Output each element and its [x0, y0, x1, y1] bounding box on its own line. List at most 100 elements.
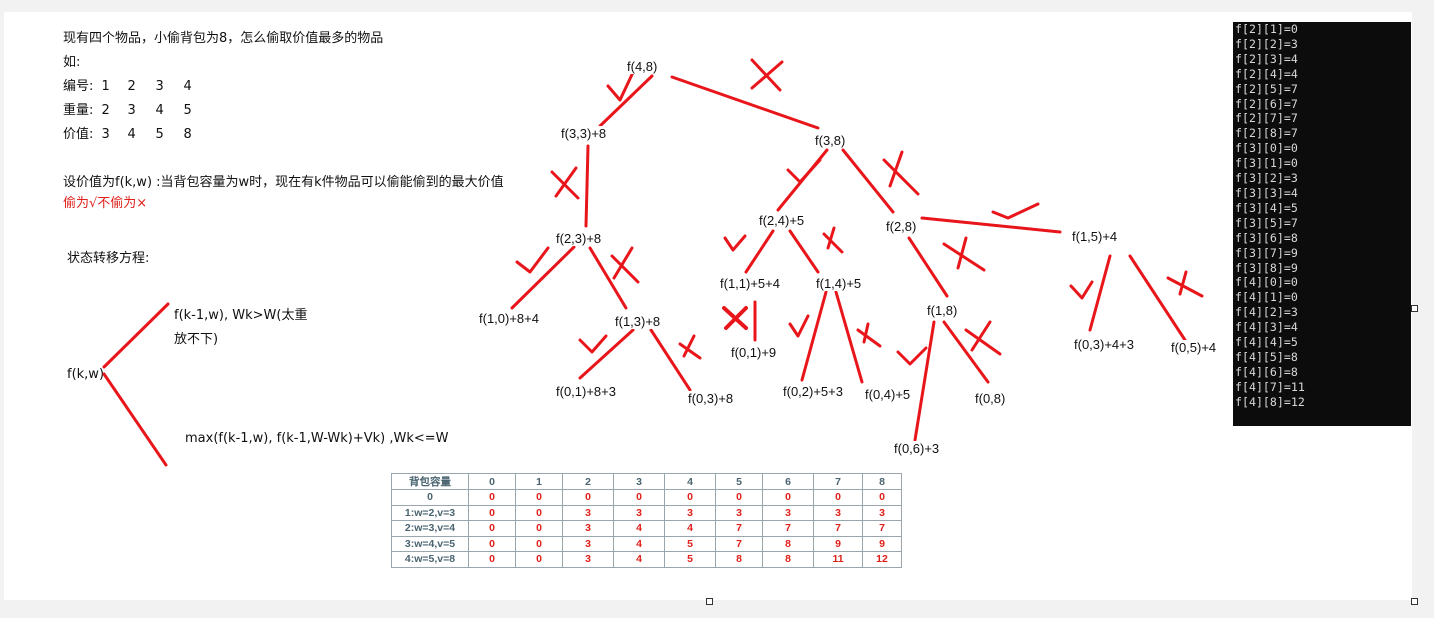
console-line: f[2][2]=3	[1235, 36, 1298, 51]
table-cell: 0	[664, 489, 716, 506]
check-mark	[515, 246, 550, 274]
cross-mark	[550, 166, 580, 200]
console-line: f[3][6]=8	[1235, 230, 1298, 245]
tree-edge	[744, 229, 775, 274]
tree-node: f(0,1)+9	[730, 345, 778, 360]
tree-edge	[578, 328, 635, 380]
console-line: f[4][0]=0	[1235, 275, 1298, 290]
table-cell: 3	[813, 504, 863, 521]
row-value: 4	[155, 103, 164, 118]
console-line: f[2][5]=7	[1235, 81, 1298, 96]
row-value: 2	[101, 103, 110, 118]
check-mark	[896, 346, 928, 366]
capacity-column-header: 0	[468, 473, 516, 490]
tree-node: f(2,4)+5	[758, 213, 806, 228]
table-cell: 0	[515, 551, 563, 568]
resize-handle[interactable]	[706, 598, 713, 605]
resize-handle[interactable]	[1411, 305, 1418, 312]
row-value: 4	[183, 79, 192, 94]
table-cell: 0	[715, 489, 763, 506]
tree-edge	[584, 144, 590, 228]
console-line: f[2][6]=7	[1235, 96, 1298, 111]
table-cell: 11	[813, 551, 863, 568]
cross-mark	[856, 322, 882, 348]
tree-node: f(2,8)	[885, 219, 918, 234]
tree-node: f(4,8)	[626, 59, 659, 74]
branch-top-line1: f(k-1,w), Wk>W(太重	[174, 308, 308, 323]
tree-edge	[510, 245, 576, 310]
table-cell: 3	[562, 551, 614, 568]
row-value: 2	[127, 79, 136, 94]
state-definition: 设价值为f(k,w) :当背包容量为w时，现在有k件物品可以偷能偷到的最大价值	[63, 175, 504, 190]
table-cell: 9	[813, 535, 863, 552]
table-cell: 7	[715, 520, 763, 537]
console-line: f[4][8]=12	[1235, 394, 1305, 409]
tree-node: f(1,5)+4	[1071, 229, 1119, 244]
table-cell: 0	[515, 535, 563, 552]
table-cell: 4	[613, 520, 665, 537]
table-cell: 0	[762, 489, 814, 506]
console-line: f[3][0]=0	[1235, 141, 1298, 156]
table-cell: 9	[862, 535, 902, 552]
check-mark	[1069, 280, 1094, 300]
capacity-column-header: 8	[862, 473, 902, 490]
table-cell: 0	[515, 489, 563, 506]
capacity-column-header: 6	[762, 473, 814, 490]
table-cell: 0	[813, 489, 863, 506]
tree-node: f(0,3)+4+3	[1073, 337, 1135, 352]
tree-node: f(0,1)+8+3	[555, 384, 617, 399]
tree-edge	[1128, 254, 1187, 342]
check-mark	[723, 234, 747, 252]
check-mark	[606, 64, 638, 102]
table-cell: 7	[715, 535, 763, 552]
row-label: 价值:	[63, 127, 94, 142]
tree-node: f(1,3)+8	[614, 314, 662, 329]
branch-bottom: max(f(k-1,w), f(k-1,W-Wk)+Vk) ,Wk<=W	[185, 431, 449, 446]
tree-node: f(0,8)	[974, 391, 1007, 406]
table-cell: 0	[468, 489, 516, 506]
tree-node: f(0,6)+3	[893, 441, 941, 456]
table-cell: 8	[762, 535, 814, 552]
capacity-column-header: 4	[664, 473, 716, 490]
console-line: f[4][3]=4	[1235, 320, 1298, 335]
tree-edge	[649, 328, 692, 392]
table-cell: 5	[664, 551, 716, 568]
row-label: 编号:	[63, 79, 94, 94]
resize-handle[interactable]	[1411, 598, 1418, 605]
table-cell: 3	[562, 504, 614, 521]
cross-mark	[750, 58, 784, 92]
console-line: f[3][7]=9	[1235, 245, 1298, 260]
table-cell: 5	[664, 535, 716, 552]
tree-edge	[598, 74, 654, 128]
tree-edge	[588, 246, 628, 310]
tree-edge	[907, 236, 949, 298]
console-line: f[3][2]=3	[1235, 171, 1298, 186]
table-cell: 0	[468, 535, 516, 552]
branch-top-line2: 放不下)	[174, 332, 219, 347]
check-mark	[786, 158, 822, 184]
cross-mark	[1166, 270, 1204, 298]
console-line: f[3][8]=9	[1235, 260, 1298, 275]
table-cell: 0	[468, 520, 516, 537]
tree-node: f(1,8)	[926, 303, 959, 318]
table-cell: 0	[515, 504, 563, 521]
row-value: 3	[127, 103, 136, 118]
tree-node: f(3,3)+8	[560, 126, 608, 141]
table-cell: 3	[562, 520, 614, 537]
table-cell: 0	[862, 489, 902, 506]
row-value: 8	[183, 127, 192, 142]
capacity-column-header: 3	[613, 473, 665, 490]
table-cell: 0	[613, 489, 665, 506]
table-cell: 3	[715, 504, 763, 521]
tree-edge	[670, 75, 820, 130]
tree-edge	[788, 229, 820, 274]
console-line: f[3][5]=7	[1235, 215, 1298, 230]
table-cell: 4	[613, 551, 665, 568]
row-header: 2:w=3,v=4	[391, 520, 469, 537]
tree-edge	[1088, 254, 1112, 332]
